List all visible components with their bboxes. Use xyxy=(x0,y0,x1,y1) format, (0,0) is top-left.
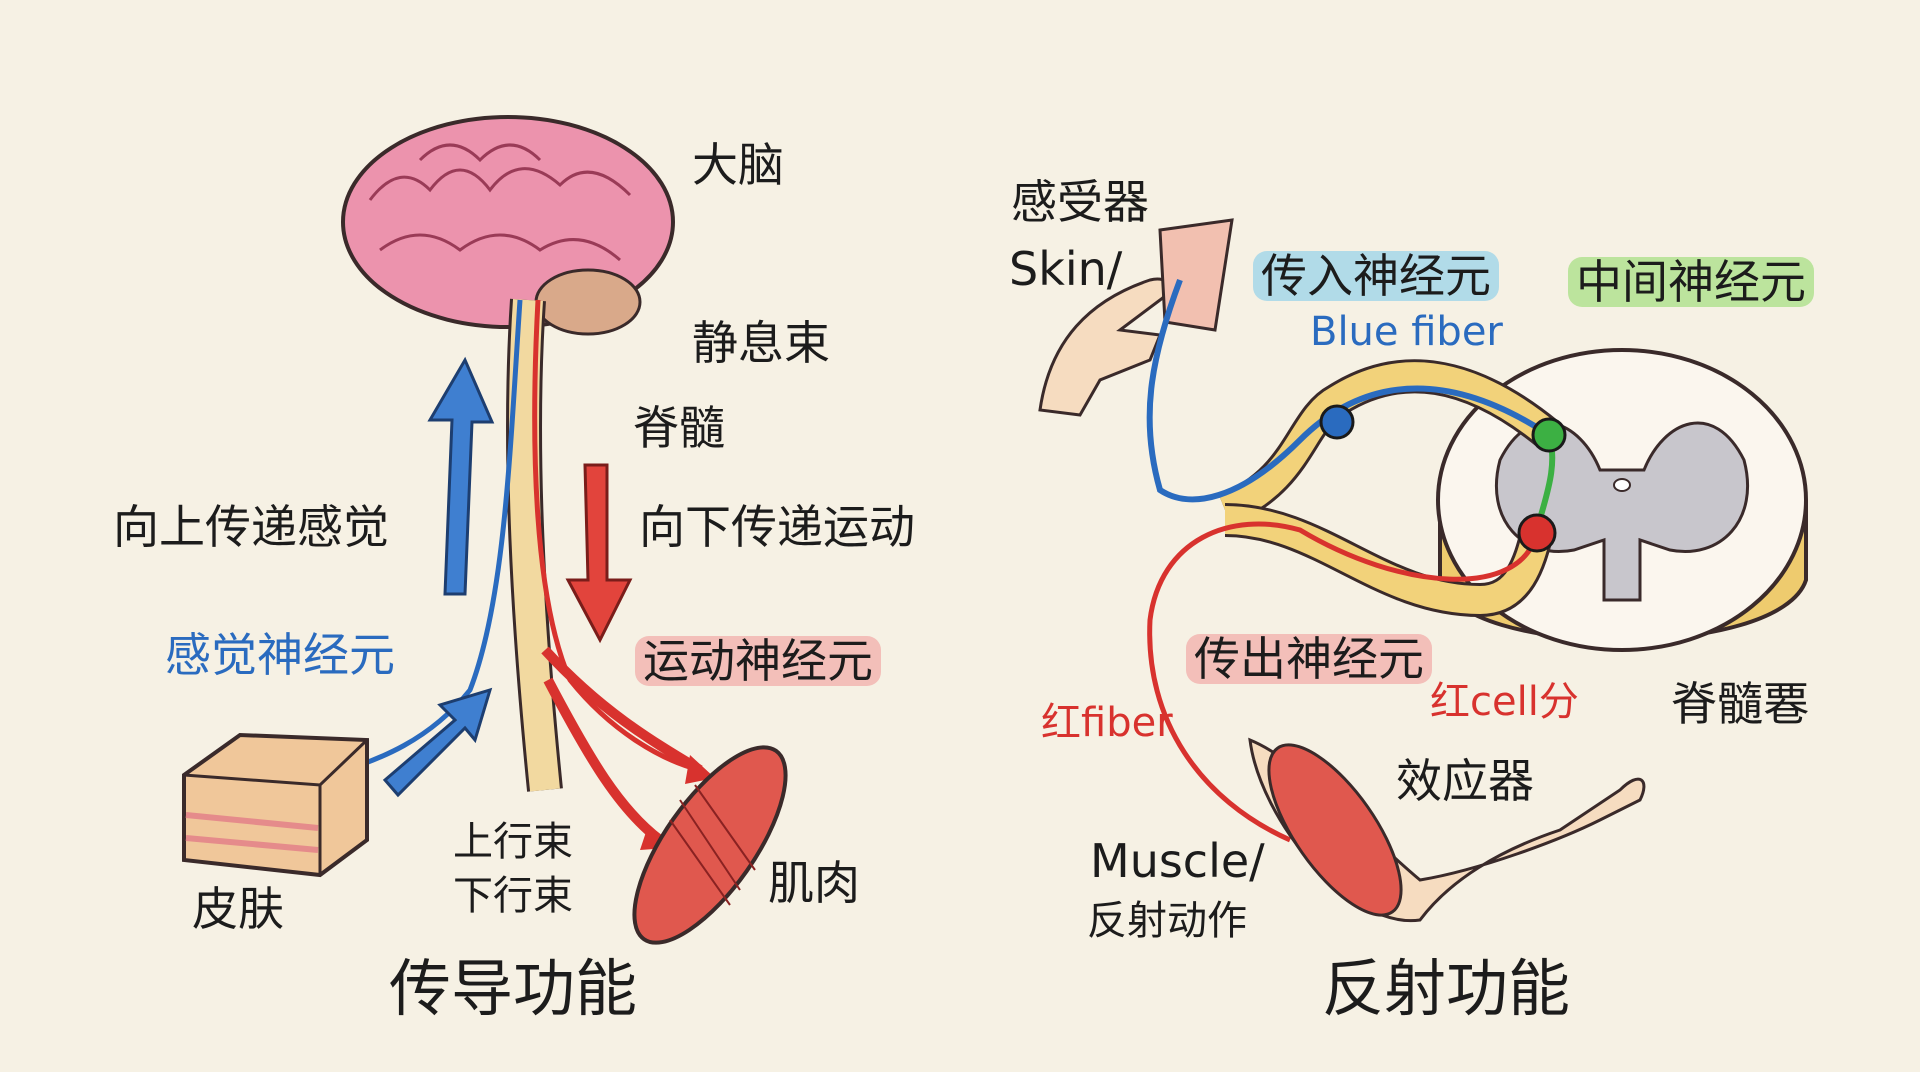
motor-neuron-label: 运动神经元 xyxy=(635,636,881,686)
effector-label: 效应器 xyxy=(1396,754,1534,808)
red-fiber-label: 红fiber xyxy=(1041,700,1173,746)
motor-fiber xyxy=(532,299,701,773)
ascending-tract-label: 上行束 xyxy=(453,819,573,865)
descending-label: 向下传递运动 xyxy=(639,500,915,554)
blue-fiber-label: Blue fiber xyxy=(1310,309,1503,355)
effector-muscle xyxy=(1267,743,1403,917)
skin-block xyxy=(182,732,369,878)
blue-up-arrow xyxy=(427,356,495,596)
motor-cell-body xyxy=(1517,513,1557,553)
spinal-cord-label: 脊髓 xyxy=(633,401,725,455)
skin-patch xyxy=(1158,218,1234,332)
reflex-title: 反射功能 xyxy=(1322,952,1571,1025)
skin-label: 皮肤 xyxy=(192,882,284,936)
tract-label: 静息束 xyxy=(692,316,830,370)
red-down-arrow xyxy=(565,463,633,644)
sensory-neuron-label: 感觉神经元 xyxy=(165,628,395,682)
afferent-fiber xyxy=(1146,278,1551,503)
blue-lower-arrow xyxy=(382,687,493,798)
muscle xyxy=(632,745,788,945)
red-cell-label: 红cell分 xyxy=(1430,679,1579,725)
afferent-neuron-label: 传入神经元 xyxy=(1253,251,1499,301)
interneuron-cell-body xyxy=(1531,417,1567,453)
descending-tract-label: 下行束 xyxy=(453,873,573,919)
muscle-en-label: Muscle/ xyxy=(1090,834,1265,888)
efferent-neuron-label: 传出神经元 xyxy=(1186,634,1432,684)
brain xyxy=(341,115,675,336)
red-lower-arrows xyxy=(541,646,715,850)
efferent-fiber xyxy=(1147,521,1540,843)
spinal-cord-tract xyxy=(329,298,701,792)
afferent-cell-body xyxy=(1319,404,1355,440)
sensory-fiber xyxy=(329,299,523,778)
receptor-label: 感受器 xyxy=(1011,175,1149,229)
ascending-label: 向上传递感觉 xyxy=(113,500,389,554)
brain-label: 大脑 xyxy=(692,138,784,192)
arm xyxy=(1248,737,1646,923)
central-canal xyxy=(1613,478,1631,492)
interneuron-label: 中间神经元 xyxy=(1568,257,1814,307)
conduction-title: 传导功能 xyxy=(389,952,638,1025)
spinal-cord-cross-label: 脊髓䙴 xyxy=(1671,677,1809,731)
nerve-roots xyxy=(1218,359,1560,618)
hand xyxy=(1038,277,1171,417)
reflex-action-label: 反射动作 xyxy=(1087,898,1247,944)
muscle-label: 肌肉 xyxy=(768,856,860,910)
cerebellum xyxy=(534,268,642,336)
skin-en-label: Skin/ xyxy=(1009,242,1123,296)
